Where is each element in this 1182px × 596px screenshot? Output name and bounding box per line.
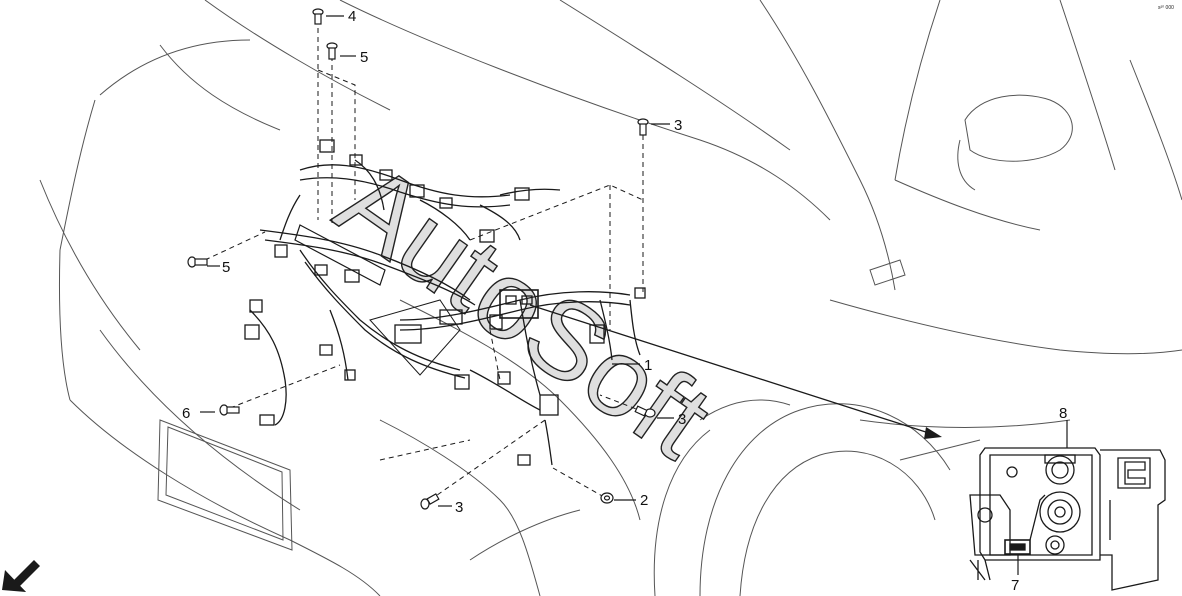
detail-arrow [529,304,942,439]
callout-2: 2 [640,492,648,509]
bolt-icon [420,493,440,510]
bolt-icon [637,118,649,136]
nut-icon [600,492,614,504]
callout-leaders [200,15,1068,575]
bolt-icon [219,404,240,416]
callout-3: 3 [678,411,686,428]
bolt-icon [326,42,338,60]
fuse-box-detail [969,447,1166,591]
callout-7: 7 [1011,577,1019,594]
callout-8: 8 [1059,405,1067,422]
callout-5: 5 [222,259,230,276]
callout-3: 3 [674,117,682,134]
front-arrow-icon [2,560,40,592]
callout-5: 5 [360,49,368,66]
bolt-icon [634,405,656,418]
callout-6: 6 [182,405,190,422]
wiring-harness [244,139,646,466]
callout-3: 3 [455,499,463,516]
callout-1: 1 [644,357,652,374]
callout-4: 4 [348,8,356,25]
bolt-icon [187,256,208,268]
bolt-icon [312,8,324,25]
leader-lines [204,28,645,501]
vehicle-outline [39,0,1182,596]
figure-code: s²⁰ 000 [1158,5,1174,11]
